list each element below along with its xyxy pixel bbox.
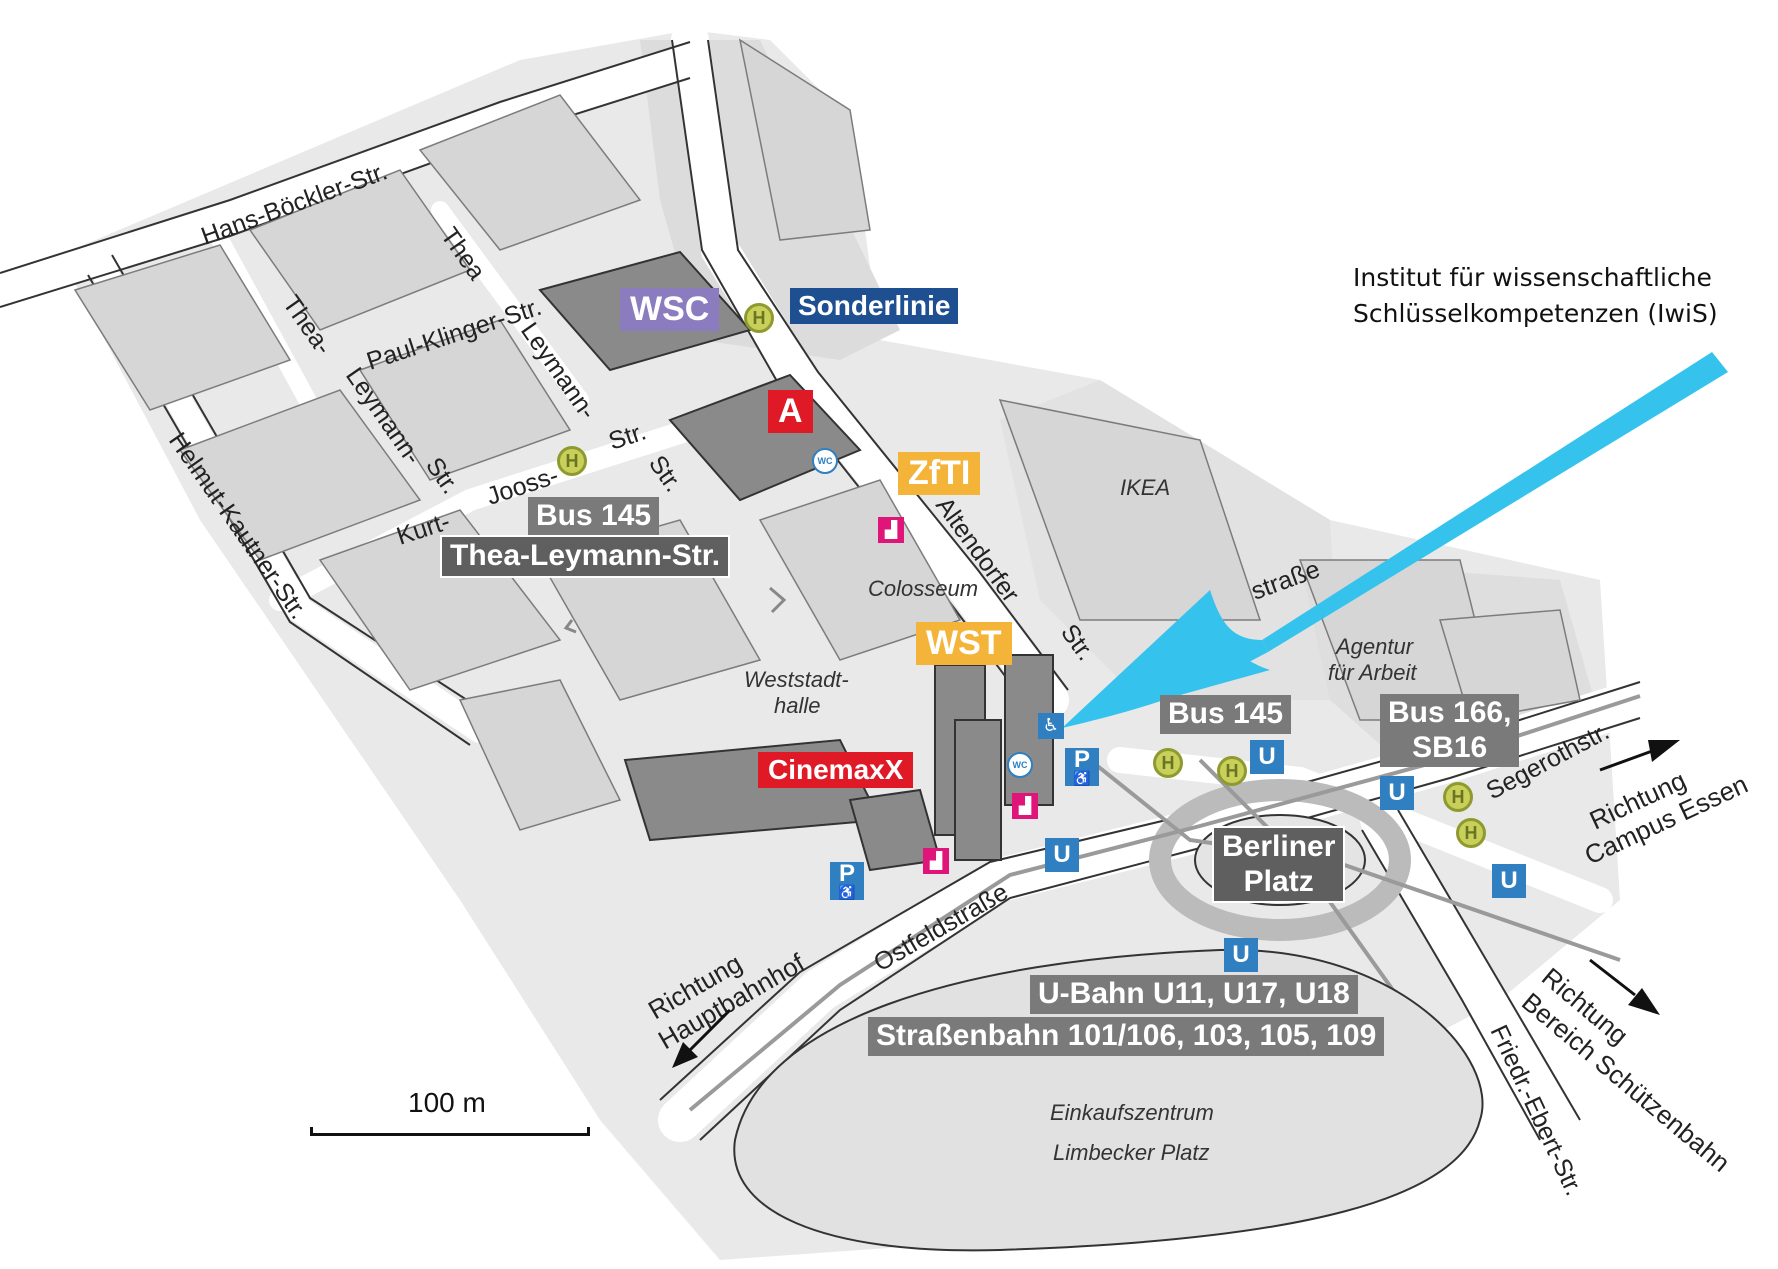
place-agentur-2: für Arbeit bbox=[1328, 660, 1417, 685]
highlighted-buildings bbox=[538, 250, 1054, 872]
bus-145-right-label: Bus 145 bbox=[1160, 695, 1292, 734]
berliner-platz-line2: Platz bbox=[1243, 864, 1314, 898]
ubahn-icon: U bbox=[1380, 776, 1414, 810]
stairs-icon: ▟ bbox=[1012, 793, 1038, 819]
building-blocks bbox=[73, 38, 1581, 831]
parking-symbol: P bbox=[838, 860, 855, 887]
thea-leymann-stop-label: Thea-Leymann-Str. bbox=[440, 535, 731, 578]
bus-stop-icon: H bbox=[1153, 748, 1183, 778]
bus-stop-icon: H bbox=[557, 446, 587, 476]
building-wst-label: WST bbox=[916, 622, 1012, 666]
bus-166-line1: Bus 166, bbox=[1388, 696, 1512, 729]
wheelchair-icon: ♿ bbox=[838, 884, 856, 900]
place-einkauf-2: Limbecker Platz bbox=[1053, 1140, 1210, 1165]
bus-stop-icon: H bbox=[1443, 782, 1473, 812]
sonderlinie-label: Sonderlinie bbox=[790, 288, 959, 325]
bus-stop-icon: H bbox=[744, 303, 774, 333]
iwis-callout: Institut für wissenschaftliche Schlüssel… bbox=[1353, 260, 1718, 332]
bus-stop-icon: H bbox=[1217, 756, 1247, 786]
bus-166-line2: SB16 bbox=[1412, 730, 1488, 764]
strassenbahn-lines-label: Straßenbahn 101/106, 103, 105, 109 bbox=[868, 1017, 1385, 1056]
ubahn-icon: U bbox=[1250, 740, 1284, 774]
parking-symbol: P bbox=[1073, 746, 1090, 773]
parking-icon: P ♿ bbox=[1065, 748, 1099, 786]
iwis-callout-line1: Institut für wissenschaftliche bbox=[1353, 263, 1712, 292]
scale-label: 100 m bbox=[408, 1087, 486, 1118]
berliner-platz-line1: Berliner bbox=[1222, 830, 1336, 863]
scale-bar bbox=[310, 1127, 590, 1136]
stairs-icon: ▟ bbox=[923, 848, 949, 874]
arrow-campus bbox=[1599, 740, 1680, 772]
bus-stop-icon: H bbox=[1456, 818, 1486, 848]
arrow-hbf bbox=[672, 1008, 732, 1068]
place-agentur-1: Agentur bbox=[1334, 634, 1415, 659]
parking-icon: P ♿ bbox=[830, 862, 864, 900]
ubahn-icon: U bbox=[1045, 838, 1079, 872]
arrow-schuetzen bbox=[1589, 958, 1660, 1015]
wheelchair-icon: ♿ bbox=[1073, 770, 1091, 786]
building-a-label: A bbox=[768, 390, 813, 434]
place-einkauf-1: Einkaufszentrum bbox=[1050, 1100, 1214, 1125]
stairs-icon: ▟ bbox=[878, 517, 904, 543]
building-zfti-label: ZfTI bbox=[898, 452, 981, 496]
wc-icon: WC bbox=[1007, 752, 1033, 778]
ubahn-lines-label: U-Bahn U11, U17, U18 bbox=[1030, 975, 1358, 1014]
iwis-callout-line2: Schlüsselkompetenzen (IwiS) bbox=[1353, 299, 1718, 328]
place-weststadthalle-2: halle bbox=[774, 693, 820, 718]
bus-166-label: Bus 166, SB16 bbox=[1380, 694, 1520, 767]
ubahn-icon: U bbox=[1492, 864, 1526, 898]
wheelchair-icon: ♿ bbox=[1038, 713, 1064, 739]
ubahn-icon: U bbox=[1224, 938, 1258, 972]
building-wsc-label: WSC bbox=[620, 288, 720, 332]
place-colosseum: Colosseum bbox=[868, 576, 978, 601]
wc-icon: WC bbox=[812, 448, 838, 474]
place-ikea: IKEA bbox=[1120, 475, 1170, 500]
building-cinemaxx-label: CinemaxX bbox=[758, 752, 914, 789]
iwis-callout-arrow bbox=[1062, 352, 1728, 728]
bus-145-top-label: Bus 145 bbox=[528, 497, 660, 536]
berliner-platz-label: Berliner Platz bbox=[1212, 826, 1346, 903]
place-weststadthalle-1: Weststadt- bbox=[744, 667, 849, 692]
walk-arrows bbox=[563, 586, 787, 634]
